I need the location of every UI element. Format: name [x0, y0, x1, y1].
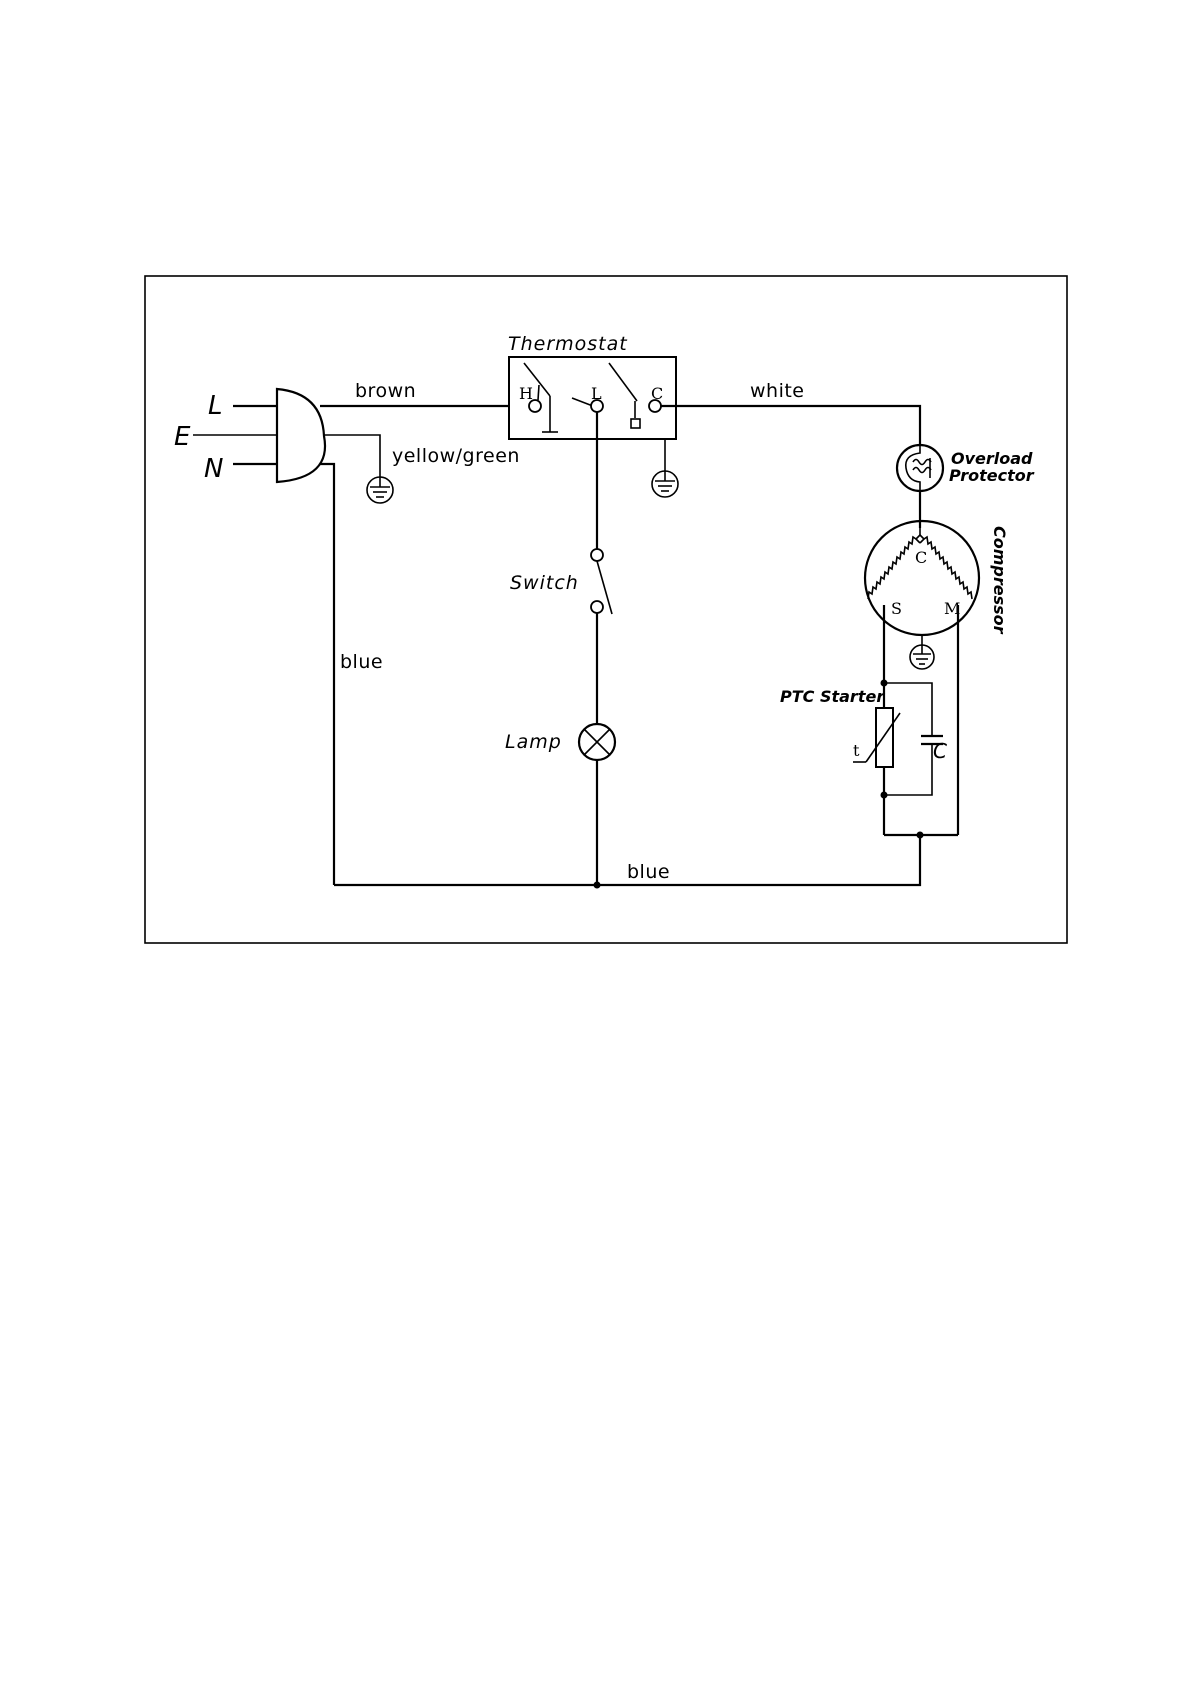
- ptc-starter: PTC Starter t C: [780, 680, 947, 799]
- terminal-l: [591, 400, 603, 412]
- supply-neutral-label: N: [204, 454, 223, 484]
- thermostat-terminal-h: H: [519, 384, 533, 403]
- yellow-green-wire-label: yellow/green: [392, 445, 520, 467]
- blue-wire-left-label: blue: [340, 651, 383, 673]
- supply-earth-label: E: [174, 422, 191, 452]
- lamp-label: Lamp: [505, 731, 562, 753]
- terminal-c: [649, 400, 661, 412]
- ptc-starter-label: PTC Starter: [780, 687, 885, 706]
- yellow-green-wire: [324, 435, 380, 476]
- thermostat: Thermostat H L C: [508, 333, 676, 439]
- ground-icon: [652, 470, 678, 497]
- ptc-resistor-mark: t: [853, 741, 860, 760]
- overload-label-line2: Protector: [949, 466, 1035, 485]
- ptc-capacitor-mark: C: [933, 739, 947, 763]
- supply-line-label: L: [208, 391, 223, 421]
- ground-icon: [367, 476, 393, 503]
- white-wire: [661, 406, 920, 445]
- supply-plug: L E N: [174, 389, 325, 484]
- lamp: Lamp: [505, 724, 615, 760]
- thermostat-label: Thermostat: [508, 333, 628, 355]
- switch: Switch: [510, 412, 612, 614]
- terminal-h: [529, 400, 541, 412]
- overload-protector: Overload Protector: [897, 445, 1035, 491]
- blue-wire-left: [320, 464, 334, 885]
- switch-label: Switch: [510, 572, 579, 594]
- ground-icon: [910, 645, 934, 669]
- brown-wire-label: brown: [355, 380, 416, 402]
- blue-wire-bottom-label: blue: [627, 861, 670, 883]
- white-wire-label: white: [750, 380, 805, 402]
- compressor-terminal-s: S: [891, 599, 902, 618]
- compressor-terminal-c: C: [915, 548, 927, 567]
- compressor: C S M Compressor: [865, 521, 1009, 635]
- compressor-label: Compressor: [990, 526, 1009, 635]
